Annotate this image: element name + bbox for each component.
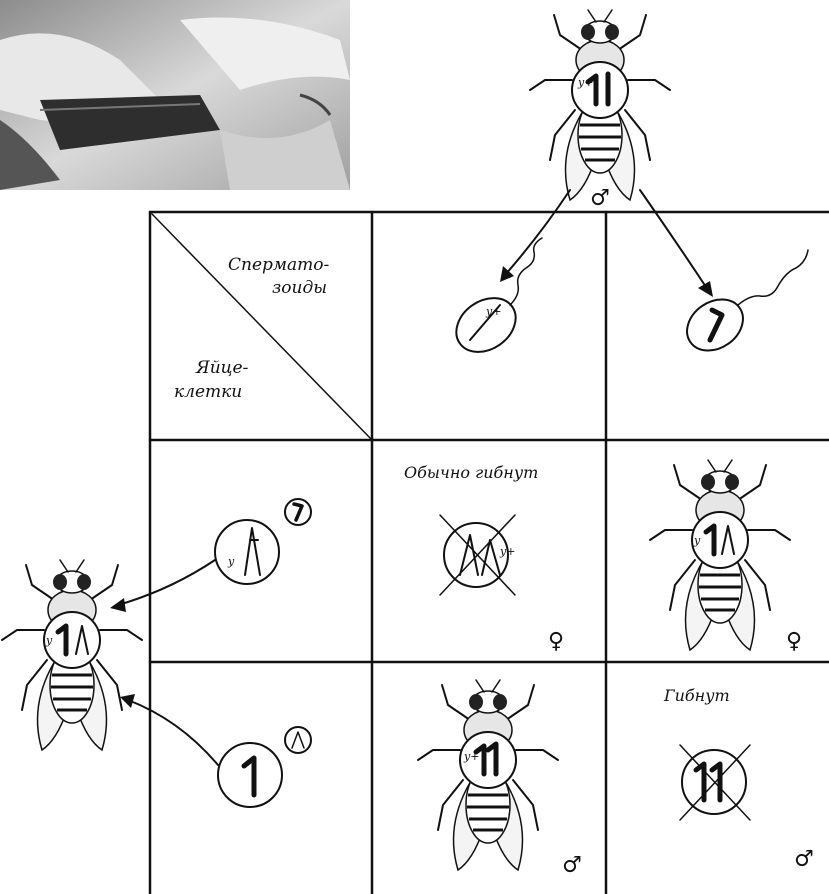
- gene-label: y+: [463, 750, 479, 763]
- corner-diagonal: [152, 214, 372, 440]
- male-symbol-top: ♂: [590, 186, 610, 211]
- photo-hands-with-book: [0, 0, 350, 190]
- female-symbol-r1c2: ♀: [786, 629, 802, 654]
- gene-label: y: [693, 534, 701, 547]
- gene-label: y+: [577, 76, 593, 89]
- egg-cell-1: y: [215, 499, 311, 584]
- fly-male-top: y+: [530, 10, 670, 200]
- egg-cell-2: [218, 727, 311, 807]
- fly-female-r1c2: y: [650, 460, 790, 650]
- female-symbol-r1c1: ♀: [548, 629, 564, 654]
- gene-label: y+: [499, 545, 515, 558]
- crossed-zygote-r2c2: [680, 745, 750, 820]
- label-die: Гибнут: [663, 686, 730, 705]
- corner-label-sperm-1: Спермато-: [228, 255, 329, 275]
- corner-label-eggs-2: клетки: [174, 382, 242, 402]
- male-symbol-r2c2: ♂: [794, 847, 814, 872]
- male-symbol-r2c1: ♂: [562, 853, 582, 878]
- corner-label-eggs-1: Яйце-: [195, 358, 249, 378]
- arrow-to-sperm-1: [505, 190, 570, 275]
- gene-label: y: [45, 634, 53, 647]
- label-usually-die: Обычно гибнут: [404, 463, 538, 482]
- gene-label: y+: [485, 305, 501, 318]
- fly-male-r2c1: y+: [418, 680, 558, 870]
- arrow-egg2-to-fly: [128, 700, 218, 765]
- arrow-egg1-to-fly: [118, 560, 215, 605]
- sperm-cell-1: y+: [446, 238, 542, 363]
- crossed-zygote-r1c1: y+: [440, 515, 515, 595]
- fly-female-left: y: [2, 560, 142, 750]
- sperm-cell-2: [677, 250, 808, 361]
- gene-label: y: [227, 555, 235, 568]
- arrow-to-sperm-2: [640, 190, 708, 290]
- corner-label-sperm-2: зоиды: [272, 278, 327, 298]
